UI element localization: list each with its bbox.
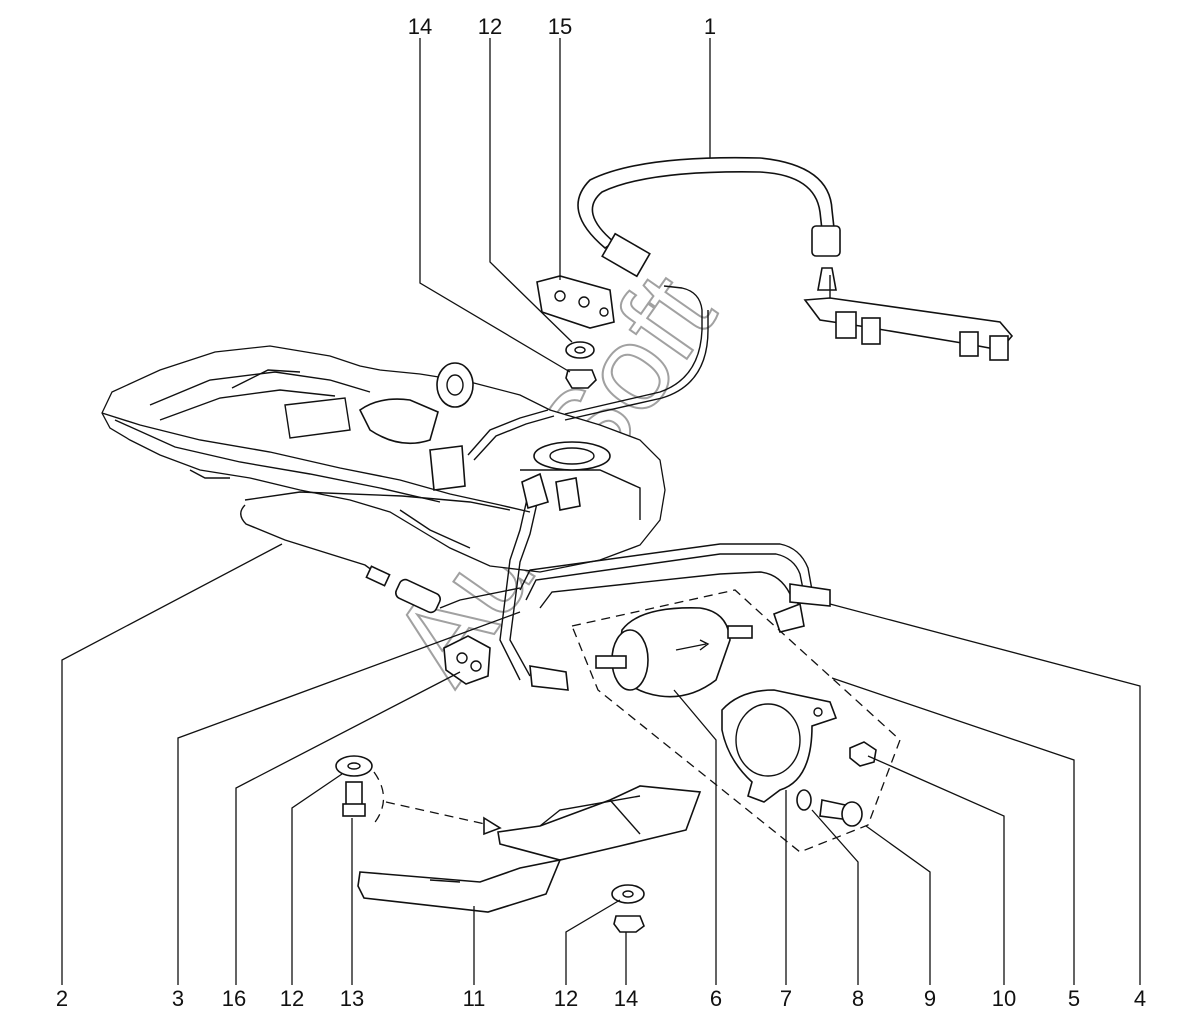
fuel-rail-hose — [577, 156, 1014, 361]
callout-13: 13 — [340, 986, 364, 1011]
callout-14-bottom: 14 — [614, 986, 638, 1011]
callout-15-top: 15 — [548, 14, 572, 39]
heat-shield — [357, 785, 702, 913]
filter-group-outline — [571, 589, 901, 853]
fuel-lines — [499, 472, 831, 691]
callout-3: 3 — [172, 986, 184, 1011]
callout-8: 8 — [852, 986, 864, 1011]
callout-1-top: 1 — [704, 14, 716, 39]
callout-10: 10 — [992, 986, 1016, 1011]
callout-2: 2 — [56, 986, 68, 1011]
callout-12-top: 12 — [478, 14, 502, 39]
callout-4: 4 — [1134, 986, 1146, 1011]
washer-nut-lower — [611, 884, 645, 933]
callout-12-bottom-left: 12 — [280, 986, 304, 1011]
callout-12-bottom-mid: 12 — [554, 986, 578, 1011]
callout-7: 7 — [780, 986, 792, 1011]
vapour-line — [240, 491, 521, 614]
leader-lines — [61, 38, 1141, 985]
callout-6: 6 — [710, 986, 722, 1011]
fuel-filter — [595, 607, 753, 698]
return-line-inner — [564, 310, 709, 421]
callout-16: 16 — [222, 986, 246, 1011]
callout-5: 5 — [1068, 986, 1080, 1011]
callouts-top: 14 12 15 1 — [408, 14, 716, 39]
washer-nut-top — [565, 341, 597, 389]
callout-11: 11 — [463, 986, 486, 1011]
grommet — [443, 635, 491, 685]
callout-9: 9 — [924, 986, 936, 1011]
bolt-washer-nut — [796, 741, 877, 827]
callouts-bottom: 2 3 16 12 13 11 12 14 6 7 8 9 10 5 4 — [56, 986, 1146, 1011]
washer-bolt-lower — [335, 755, 502, 836]
callout-14-top: 14 — [408, 14, 432, 39]
hose-clamp-block — [536, 275, 615, 329]
filter-bracket — [721, 689, 838, 803]
return-line — [564, 285, 703, 415]
fuel-tank — [101, 345, 666, 573]
